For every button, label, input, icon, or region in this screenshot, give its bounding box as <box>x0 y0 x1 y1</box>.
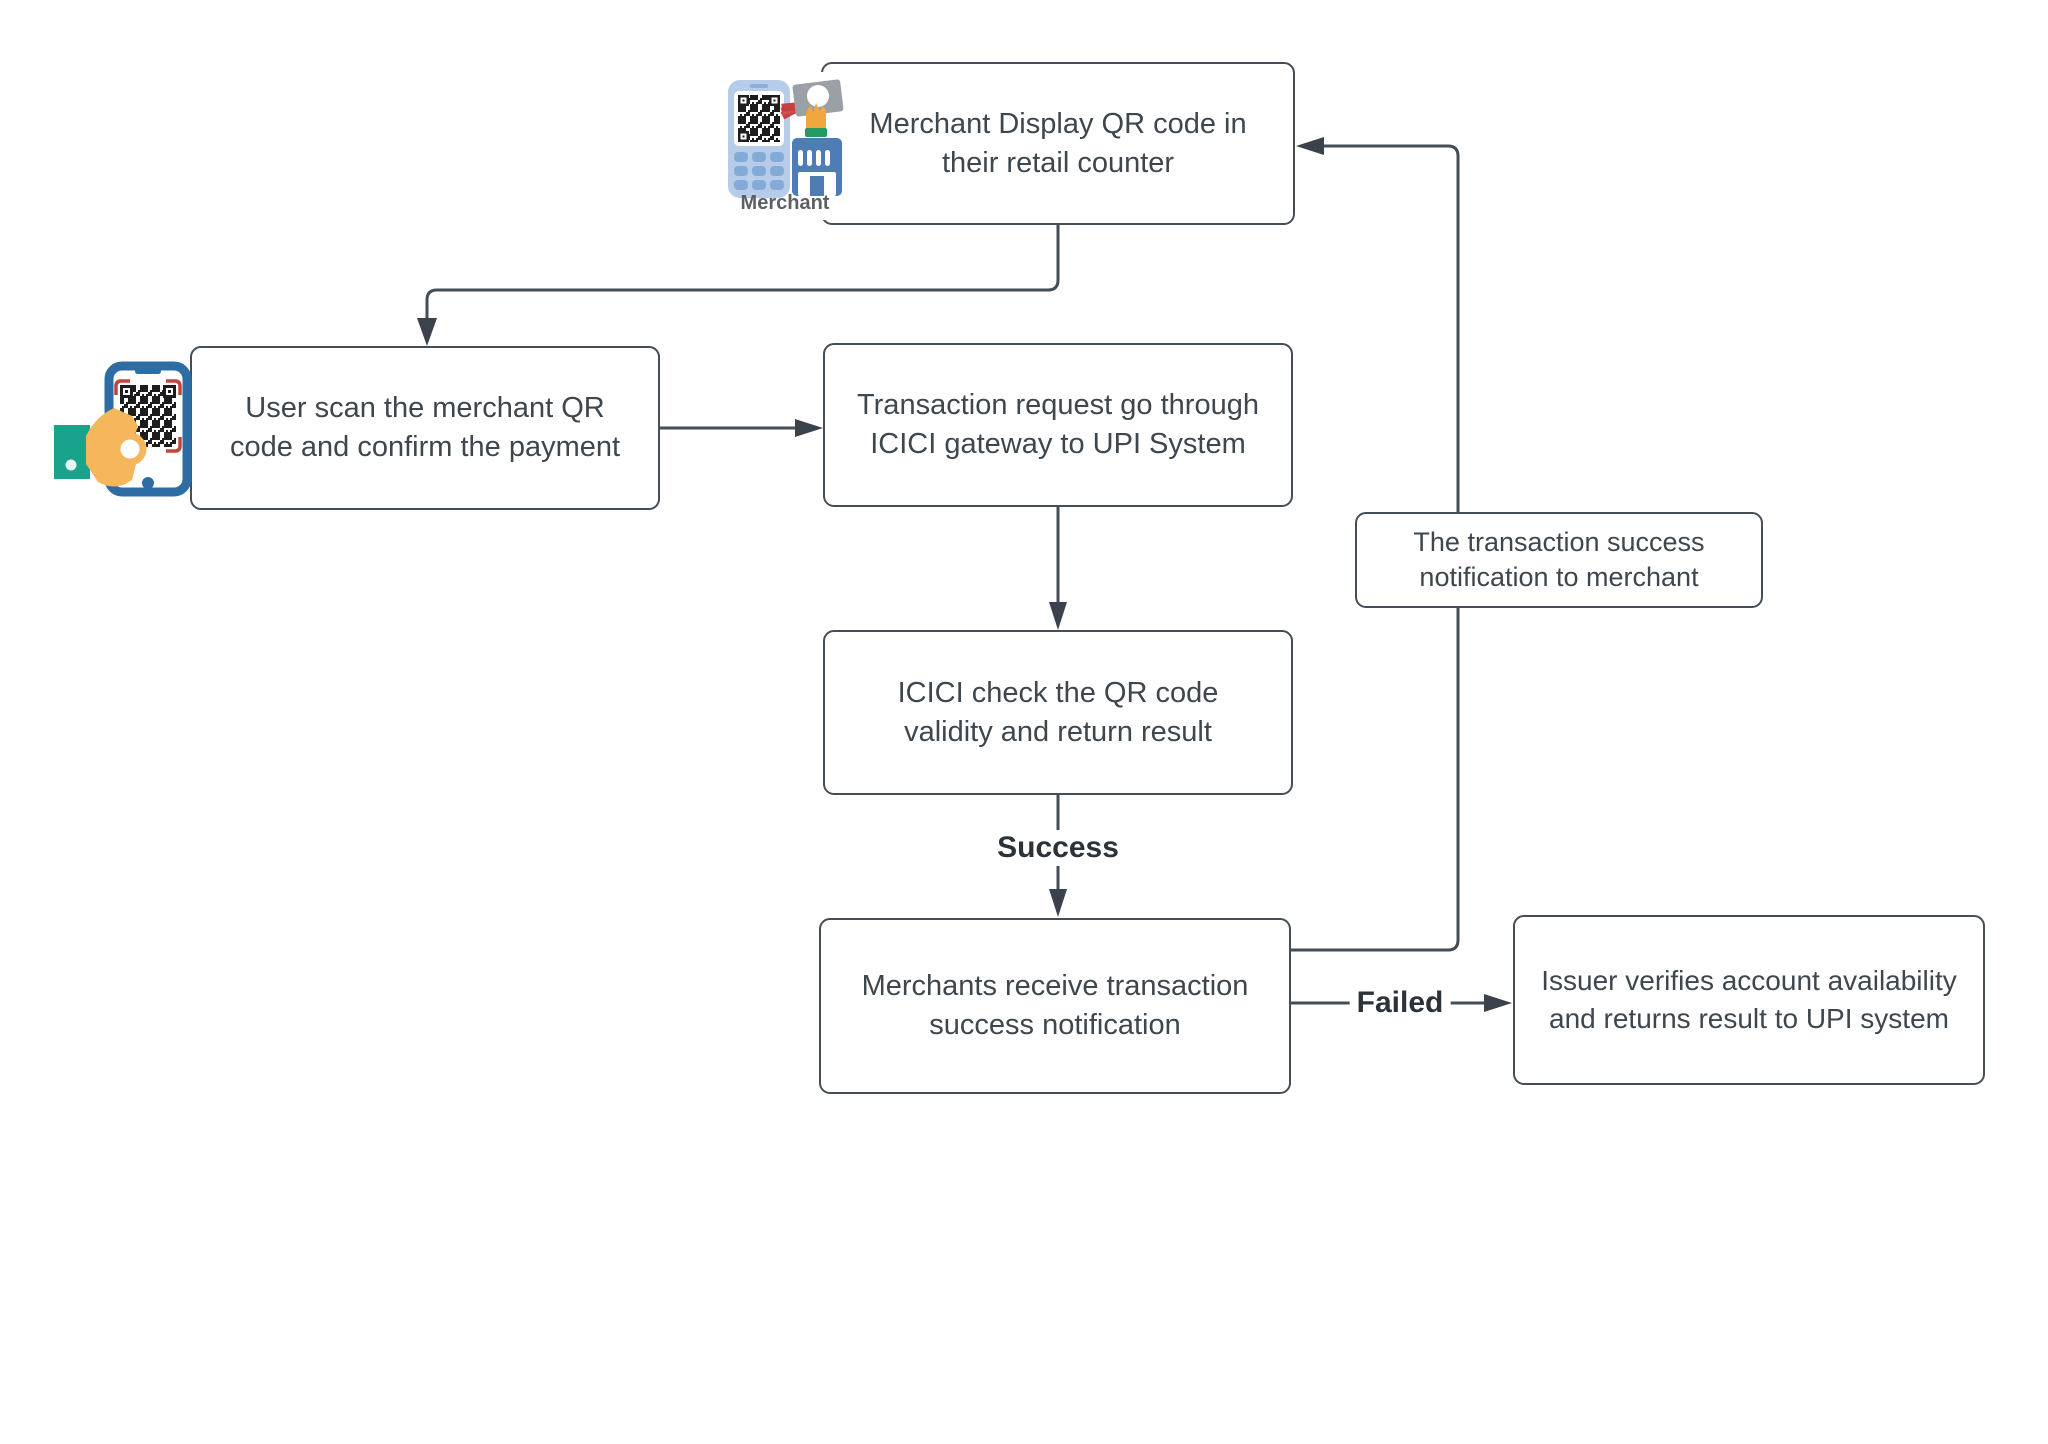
node-merchants-receive-label: Merchants receive transaction success no… <box>861 970 1249 1041</box>
phone-keypad <box>734 152 784 190</box>
node-merchants-receive: Merchants receive transaction success no… <box>819 918 1291 1094</box>
node-user-scan-label: User scan the merchant QR code and confi… <box>229 392 621 463</box>
arrowhead-left <box>1296 137 1324 155</box>
node-issuer-verifies: Issuer verifies account availability and… <box>1513 915 1985 1085</box>
node-transaction-request: Transaction request go through ICICI gat… <box>823 343 1293 507</box>
merchant-icon-group: Merchant <box>718 72 852 220</box>
merchant-icon-caption: Merchant <box>740 192 830 214</box>
node-icici-check-label: ICICI check the QR code validity and ret… <box>897 676 1219 748</box>
edge-merchant-to-user <box>425 225 1060 320</box>
edge-label-success: Success <box>990 830 1126 866</box>
arrowhead-right <box>795 419 823 437</box>
hand-presenting-card-icon <box>780 79 844 137</box>
merchant-phone-qr-icon <box>728 80 790 198</box>
storefront-icon <box>792 138 842 196</box>
edge-label-failed: Failed <box>1349 985 1451 1021</box>
qr-finder-squares <box>738 95 780 142</box>
arrowhead-down <box>1049 889 1067 917</box>
node-icici-check: ICICI check the QR code validity and ret… <box>823 630 1293 795</box>
node-issuer-verifies-label: Issuer verifies account availability and… <box>1541 965 1957 1034</box>
arrowhead-right <box>1484 994 1512 1012</box>
user-icon-group <box>48 352 198 502</box>
holding-hand-icon <box>54 408 147 487</box>
user-scan-phone-icon <box>54 361 192 497</box>
node-success-notification-label: The transaction success notification to … <box>1413 526 1705 592</box>
node-merchant-display: Merchant Display QR code in their retail… <box>821 62 1295 225</box>
node-merchant-display-label: Merchant Display QR code in their retail… <box>869 107 1247 179</box>
arrowhead-down <box>417 318 437 346</box>
node-user-scan: User scan the merchant QR code and confi… <box>190 346 660 510</box>
arrowhead-down <box>1049 602 1067 630</box>
merchant-icon <box>728 79 844 198</box>
node-transaction-request-label: Transaction request go through ICICI gat… <box>857 389 1259 460</box>
node-success-notification: The transaction success notification to … <box>1355 512 1763 608</box>
